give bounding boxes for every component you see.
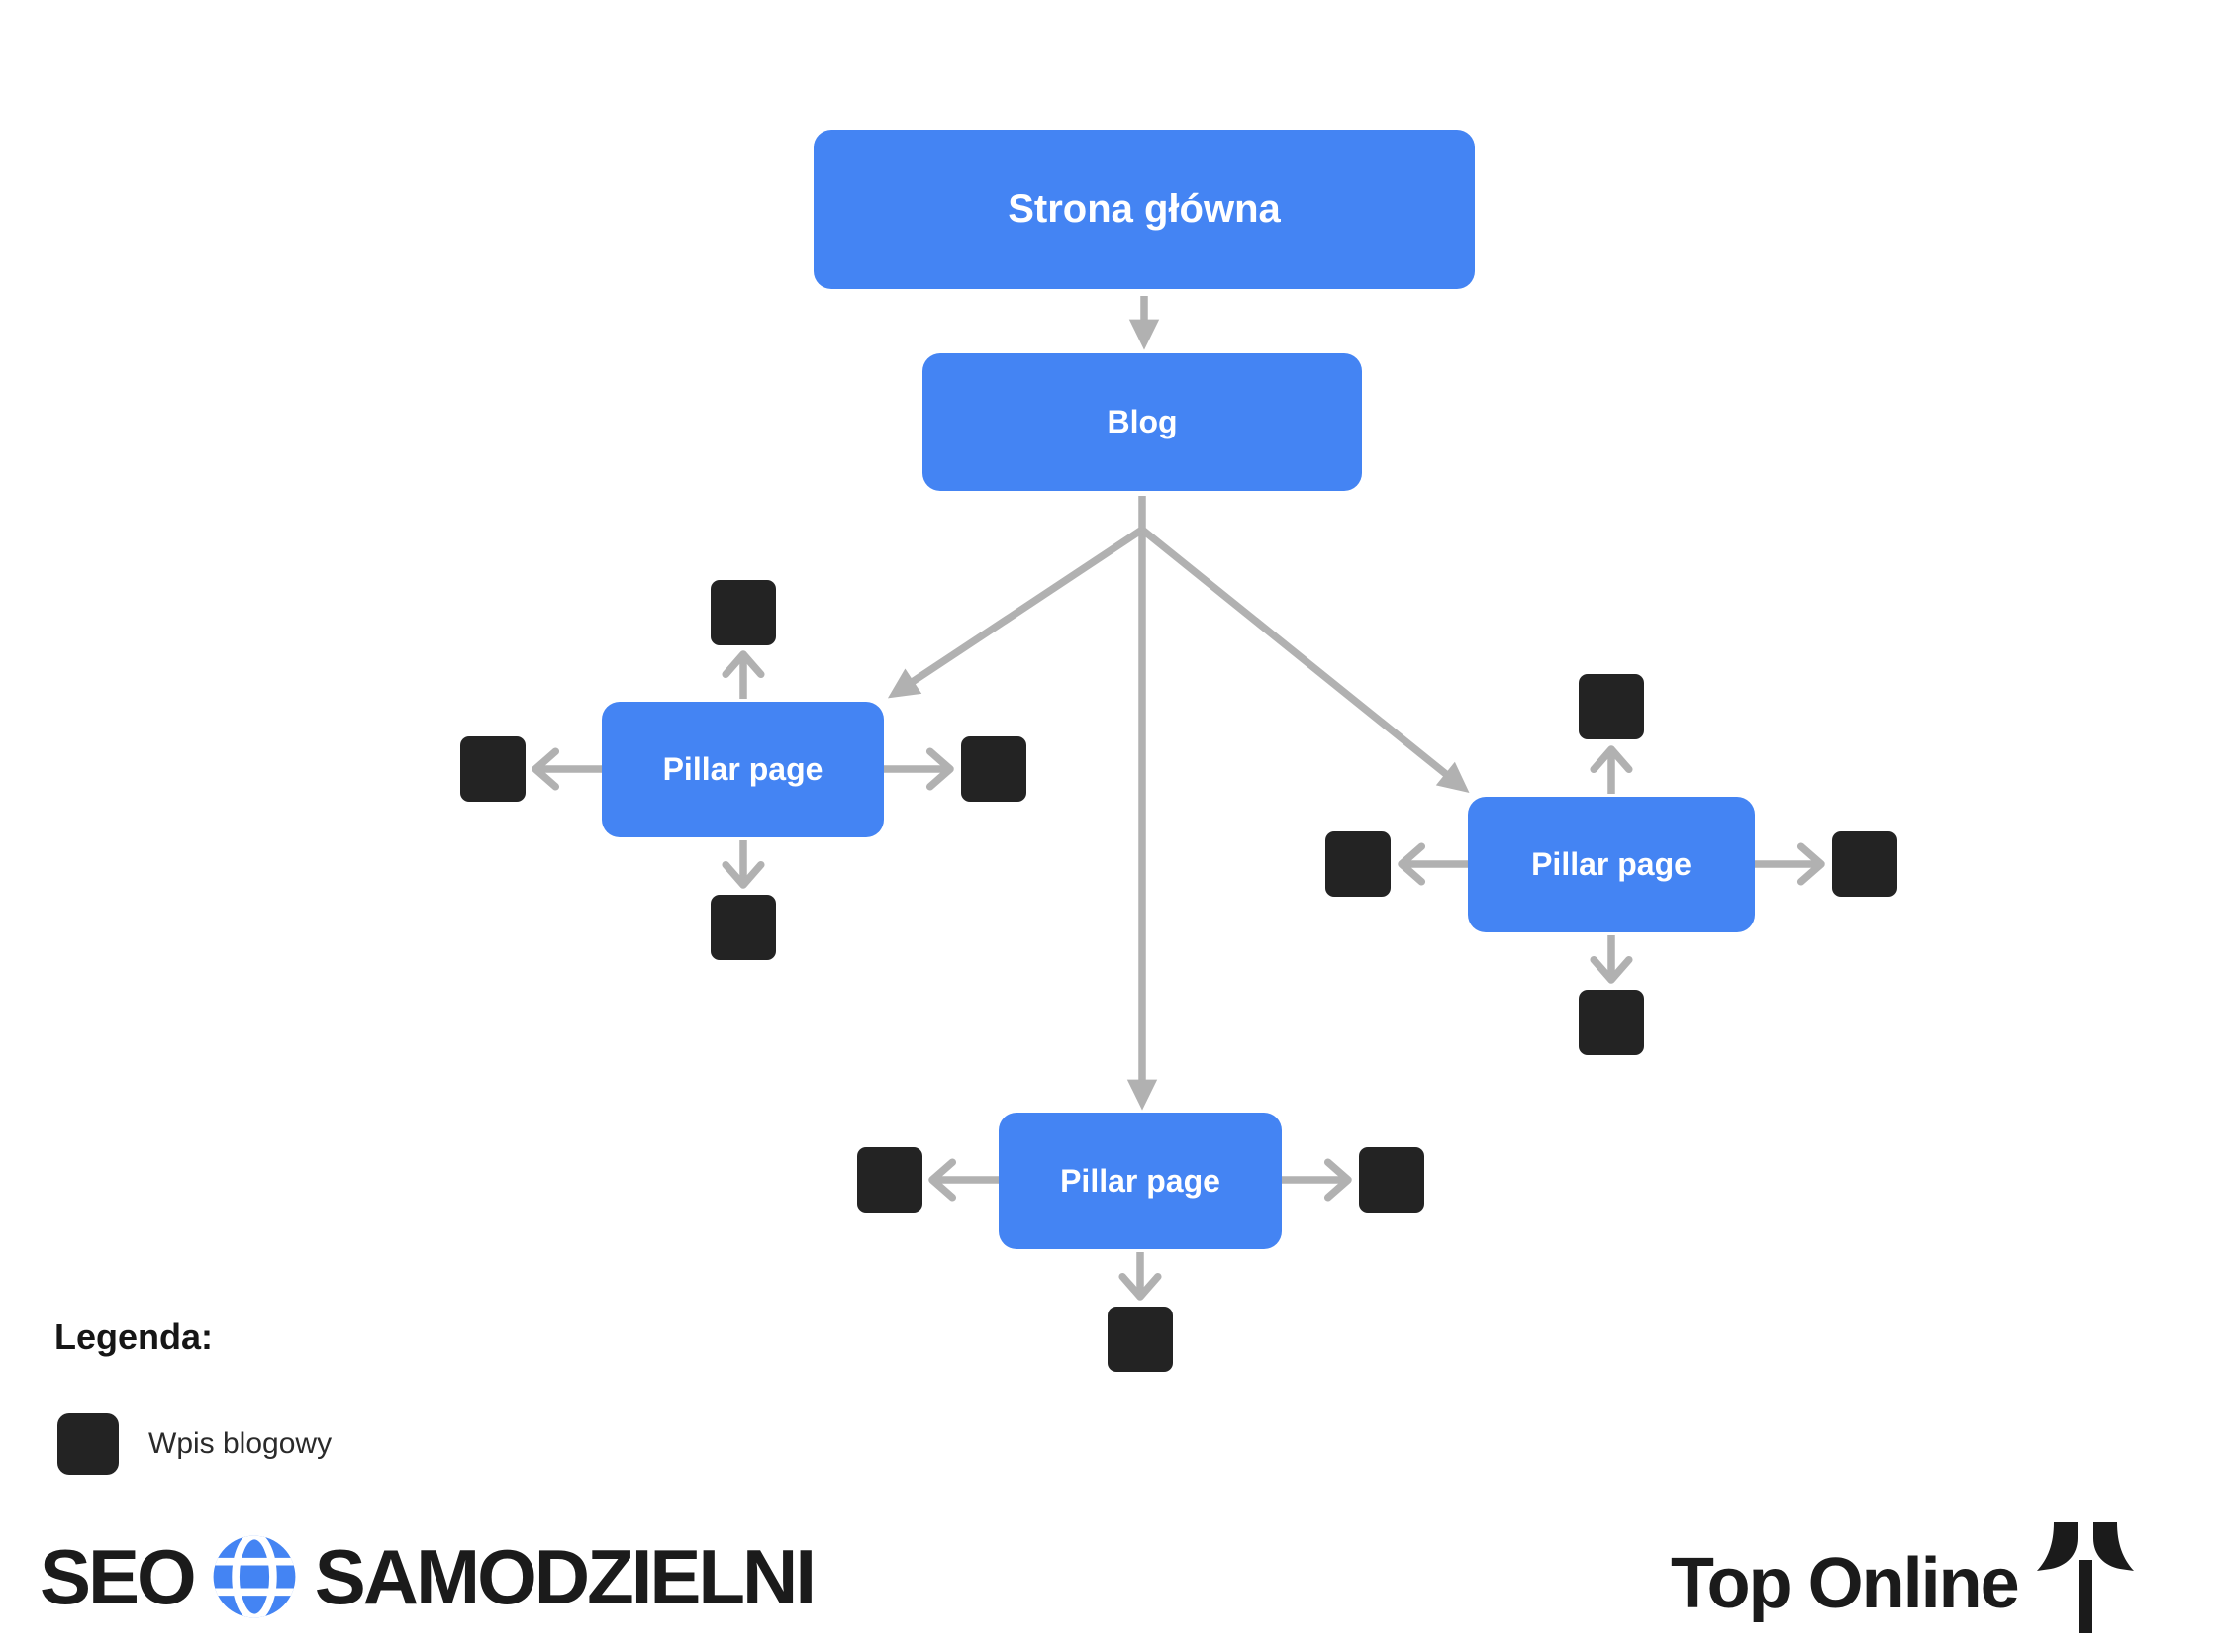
blog-post-square: [1579, 674, 1644, 739]
arrowhead-chevron: [722, 650, 765, 679]
connector-arrow: [887, 526, 1145, 699]
blog-post-square: [961, 736, 1026, 802]
top-online-arrow-icon: [2036, 1522, 2134, 1633]
node-pillar-left: Pillar page: [602, 702, 884, 837]
blog-post-square: [711, 895, 776, 960]
legend-item: Wpis blogowy: [57, 1413, 332, 1475]
arrowhead-chevron: [928, 1158, 957, 1202]
seo-logo-text-after: SAMODZIELNI: [314, 1533, 817, 1620]
node-pillar-left-label: Pillar page: [662, 751, 823, 787]
blog-post-square: [460, 736, 526, 802]
arrowhead-chevron: [925, 747, 954, 791]
arrowhead-chevron: [722, 860, 765, 889]
blog-post-square: [1359, 1147, 1424, 1213]
globe-icon: [213, 1535, 296, 1618]
arrowhead-chevron: [1398, 842, 1426, 886]
node-pillar-bottom-label: Pillar page: [1060, 1162, 1220, 1199]
legend-item-label: Wpis blogowy: [148, 1427, 333, 1460]
blog-post-square: [857, 1147, 922, 1213]
blog-post-square-swatch: [57, 1413, 119, 1475]
arrowhead-chevron: [1796, 842, 1825, 886]
connector-arrow: [1139, 527, 1470, 794]
blog-post-square: [711, 580, 776, 645]
arrowhead-chevron: [1590, 745, 1633, 774]
legend-title: Legenda:: [54, 1316, 214, 1357]
arrowhead-chevron: [532, 747, 560, 791]
blog-post-square: [1579, 990, 1644, 1055]
node-pillar-bottom: Pillar page: [999, 1113, 1282, 1249]
arrowhead-chevron: [1323, 1158, 1352, 1202]
node-home-label: Strona główna: [1008, 187, 1281, 231]
blog-post-square: [1832, 831, 1897, 897]
seo-logo-text-before: SEO: [40, 1533, 197, 1620]
seo-samodzielni-logo: SEO SAMODZIELNI: [40, 1532, 817, 1621]
node-pillar-right-label: Pillar page: [1531, 846, 1692, 882]
node-blog-label: Blog: [1107, 404, 1178, 439]
node-pillar-right: Pillar page: [1468, 797, 1755, 932]
top-online-logo: Top Online: [1671, 1522, 2135, 1633]
blog-post-square: [1108, 1307, 1173, 1372]
top-online-logo-text: Top Online: [1671, 1544, 2020, 1623]
arrowhead-chevron: [1118, 1272, 1162, 1301]
node-blog: Blog: [922, 353, 1362, 491]
node-home: Strona główna: [814, 130, 1475, 289]
blog-post-square: [1325, 831, 1391, 897]
arrowhead-chevron: [1590, 955, 1633, 984]
